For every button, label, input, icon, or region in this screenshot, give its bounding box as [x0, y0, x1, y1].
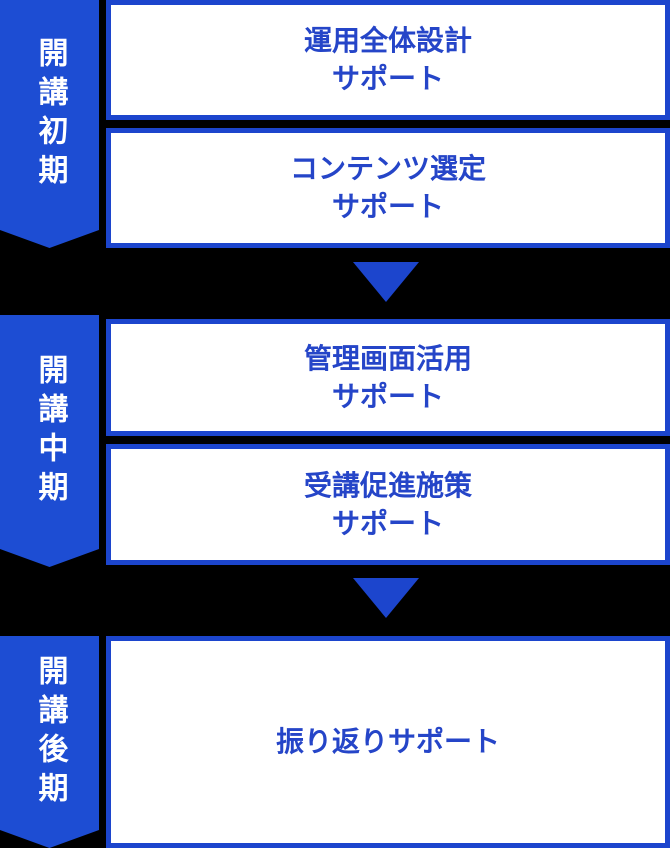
support-box-label: 受講促進施策 サポート: [303, 469, 472, 539]
support-box-attendance-promotion: 受講促進施策 サポート: [106, 444, 670, 565]
support-box-label: 振り返りサポート: [275, 726, 500, 757]
support-box-label: 管理画面活用 サポート: [303, 342, 472, 412]
support-box-retrospective: 振り返りサポート: [106, 636, 670, 848]
phase-ribbon-middle: 開講中期: [0, 315, 99, 567]
phase-ribbon-label: 開講後期: [33, 655, 67, 811]
down-arrow-icon: [353, 262, 419, 302]
phase-ribbon-late: 開講後期: [0, 636, 99, 848]
phase-ribbon-label: 開講初期: [33, 37, 67, 193]
support-box-admin-screen: 管理画面活用 サポート: [106, 319, 670, 436]
support-box-label: 運用全体設計 サポート: [303, 25, 472, 94]
down-arrow-icon: [353, 578, 419, 618]
support-box-operation-design: 運用全体設計 サポート: [106, 0, 670, 120]
support-box-label: コンテンツ選定 サポート: [289, 153, 486, 222]
phase-ribbon-initial: 開講初期: [0, 0, 99, 248]
phase-ribbon-label: 開講中期: [33, 354, 67, 510]
support-box-content-selection: コンテンツ選定 サポート: [106, 128, 670, 248]
